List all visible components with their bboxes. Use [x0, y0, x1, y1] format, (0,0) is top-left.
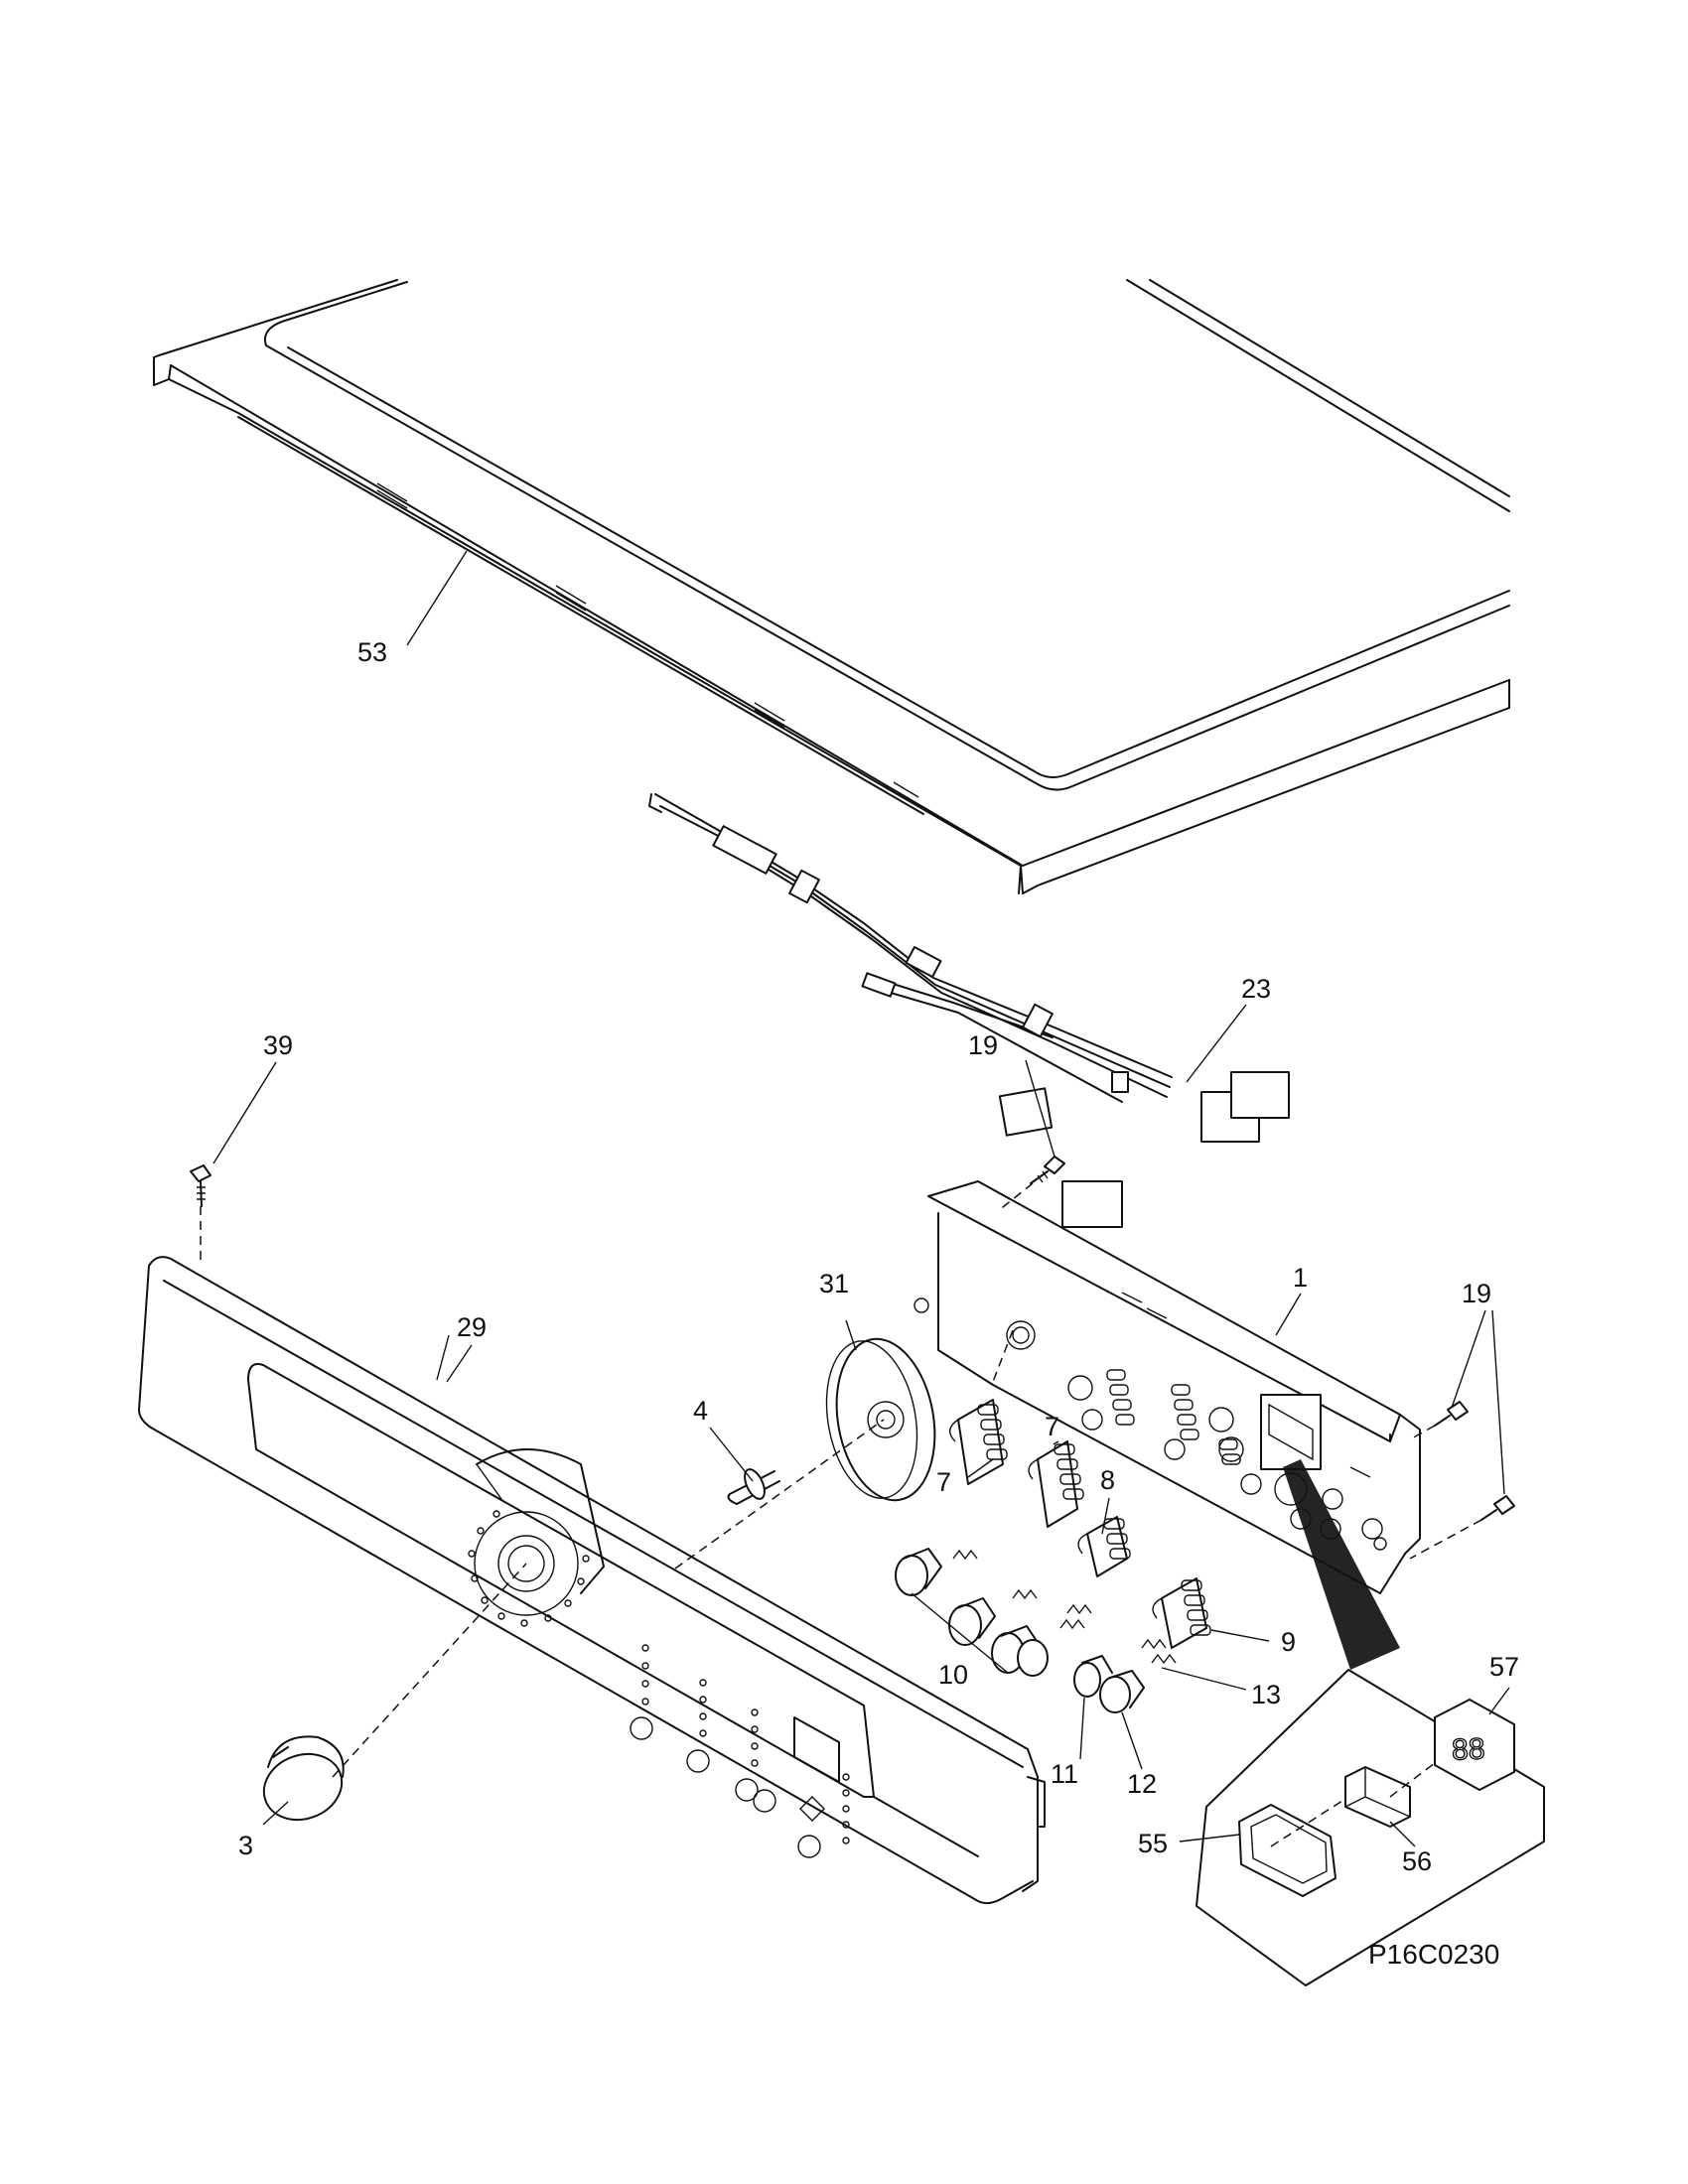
- callout-23: 23: [1241, 974, 1271, 1004]
- callout-labels: 53 23 39 19 1 19 31 29 4 7 7 8 9 10 13 1…: [238, 637, 1519, 1970]
- display-cover-part-55: [1238, 1804, 1336, 1897]
- wire-harness-part-23: [648, 793, 1290, 1143]
- callout-3: 3: [238, 1831, 253, 1860]
- button-part-10c: [991, 1625, 1049, 1677]
- screw-part-19c: [1480, 1495, 1515, 1521]
- screw-part-19a: [1030, 1156, 1065, 1184]
- dial-disc-part-31: [825, 1337, 936, 1502]
- callout-4: 4: [693, 1396, 708, 1426]
- control-panel-part-29: [138, 1256, 1046, 1905]
- callout-19b: 19: [1462, 1279, 1491, 1308]
- button-part-10b: [948, 1597, 996, 1646]
- springs-part-13: [952, 1549, 1177, 1665]
- callout-11: 11: [1051, 1759, 1078, 1789]
- callout-56: 56: [1402, 1846, 1432, 1876]
- button-part-12: [1099, 1670, 1145, 1713]
- leader-lines: [212, 550, 1510, 1847]
- callout-29: 29: [457, 1312, 487, 1342]
- light-pipe-part-7b: [1028, 1440, 1084, 1528]
- screw-part-19b: [1434, 1401, 1469, 1427]
- callout-12: 12: [1127, 1769, 1157, 1799]
- callout-7a: 7: [936, 1467, 951, 1497]
- svg-text:88: 88: [1452, 1732, 1486, 1766]
- callout-53: 53: [357, 637, 387, 667]
- led-display-part-57: 88: [1434, 1699, 1515, 1791]
- assembly-lines: [200, 1182, 1482, 1847]
- light-pipe-part-9: [1152, 1577, 1211, 1649]
- button-part-11: [1073, 1655, 1113, 1698]
- button-part-10a: [895, 1548, 942, 1596]
- knob-part-3: [262, 1735, 345, 1822]
- control-board-part-1: [914, 1180, 1421, 1594]
- display-detail-inset: 88: [1196, 1459, 1545, 1986]
- callout-19a: 19: [968, 1030, 998, 1060]
- callout-39: 39: [263, 1030, 293, 1060]
- screw-part-39: [190, 1164, 211, 1207]
- callout-9: 9: [1281, 1627, 1296, 1657]
- light-pipe-part-7a: [949, 1399, 1008, 1485]
- callout-7b: 7: [1045, 1412, 1059, 1441]
- drawing-code: P16C0230: [1368, 1939, 1499, 1970]
- spacer-part-56: [1344, 1766, 1411, 1828]
- light-pipe-part-8: [1077, 1516, 1131, 1577]
- shaft-part-4: [727, 1468, 780, 1505]
- callout-57: 57: [1489, 1652, 1519, 1682]
- callout-8: 8: [1100, 1465, 1115, 1495]
- callout-13: 13: [1251, 1680, 1281, 1709]
- callout-55: 55: [1138, 1829, 1168, 1858]
- callout-31: 31: [819, 1269, 849, 1298]
- callout-10: 10: [938, 1660, 968, 1690]
- callout-1: 1: [1293, 1263, 1308, 1293]
- top-panel-part-53: [153, 279, 1510, 894]
